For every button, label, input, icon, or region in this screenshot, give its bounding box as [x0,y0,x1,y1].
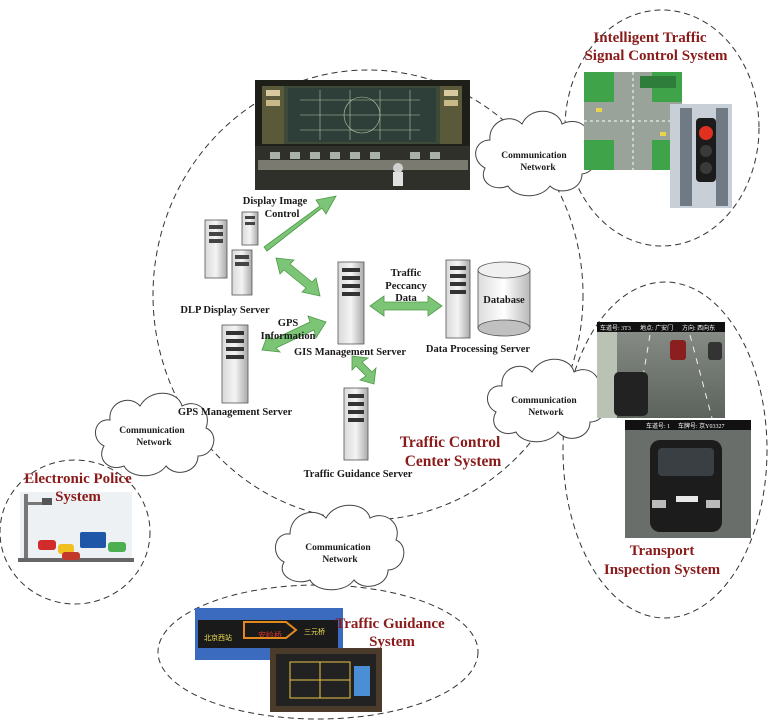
control-center-title-line1: Traffic Control [400,434,501,451]
svg-text:车道号: 3T3: 车道号: 3T3 [600,324,631,332]
arrow-to-display [263,195,337,252]
cloud-left [95,392,215,477]
dlp-server-tower-1 [204,219,228,279]
dlp-server-tower-2 [231,249,253,296]
svg-text:车牌号: 京Y03327: 车牌号: 京Y03327 [678,422,725,430]
display-image-label-2: Control [265,209,300,220]
gps-server [221,324,249,404]
control-room-image [255,80,470,190]
gps-server-label: GPS Management Server [178,407,293,418]
arrow-gis-data [369,295,443,317]
transport-inspection-ellipse [562,281,768,619]
data-processing-server-label: Data Processing Server [426,344,531,355]
cloud-bottom [275,504,405,591]
gps-info-label-2: Information [261,331,316,342]
guidance-system-title-line1: Traffic Guidance [335,616,445,632]
inspection-camera-image-2: 车道号: 1 车牌号: 京Y03327 [625,420,751,538]
arrow-gps-gis [261,315,327,353]
guidance-server-label: Traffic Guidance Server [304,469,413,480]
gis-server [337,261,365,345]
svg-text:安岭桥: 安岭桥 [258,630,282,640]
intersection-image [584,72,682,170]
traffic-light-image [670,104,732,208]
dlp-server-label: DLP Display Server [180,305,270,316]
database-label: Database [483,295,525,306]
electronic-police-title-line1: Electronic Police [24,471,132,487]
transport-inspection-title-line1: Transport [630,543,695,559]
comm-network-2-line1: Communication [511,396,577,406]
electronic-police-title-line2: System [55,489,101,505]
dlp-server-small-1 [241,211,259,246]
comm-network-2-line2: Network [528,408,564,418]
control-center-title-line2: Center System [405,453,502,470]
signal-control-ellipse [564,9,760,247]
inspection-camera-image-1: 车道号: 3T3 地点: 广安门 方向: 西向东 [597,322,725,419]
guidance-map-image [270,648,382,712]
comm-network-3-line1: Communication [119,426,185,436]
peccancy-label-2: Peccancy [385,281,427,292]
svg-text:车道号: 1: 车道号: 1 [646,422,670,430]
peccancy-label-3: Data [395,293,417,304]
comm-network-4-line1: Communication [305,543,371,553]
peccancy-label-1: Traffic [391,268,422,279]
traffic-guidance-server [343,387,369,461]
database-cylinder [477,261,531,337]
signal-system-title-line2: Signal Control System [584,48,728,64]
display-image-label-1: Display Image [243,196,308,207]
data-processing-server [445,259,471,339]
transport-inspection-title-line2: Inspection System [604,562,721,578]
svg-text:方向: 西向东: 方向: 西向东 [682,324,715,332]
gis-server-label: GIS Management Server [294,347,406,358]
comm-network-3-line2: Network [136,438,172,448]
comm-network-4-line2: Network [322,555,358,565]
guidance-sign-image: 北京西站 安岭桥 三元桥 [195,608,343,660]
comm-network-1-line2: Network [520,163,556,173]
electronic-police-ellipse [0,459,151,605]
gps-info-label-1: GPS [278,318,299,329]
arrow-gis-guidance [351,355,377,385]
electronic-police-image [18,492,134,562]
signal-system-title-line1: Intelligent Traffic [593,30,707,46]
guidance-system-title-line2: System [369,634,415,650]
svg-text:三元桥: 三元桥 [304,627,325,636]
arrow-dlp-gis [275,257,321,297]
traffic-guidance-ellipse [157,584,479,720]
svg-text:北京西站: 北京西站 [204,633,232,642]
svg-text:地点: 广安门: 地点: 广安门 [640,324,673,332]
comm-network-1-line1: Communication [501,151,567,161]
